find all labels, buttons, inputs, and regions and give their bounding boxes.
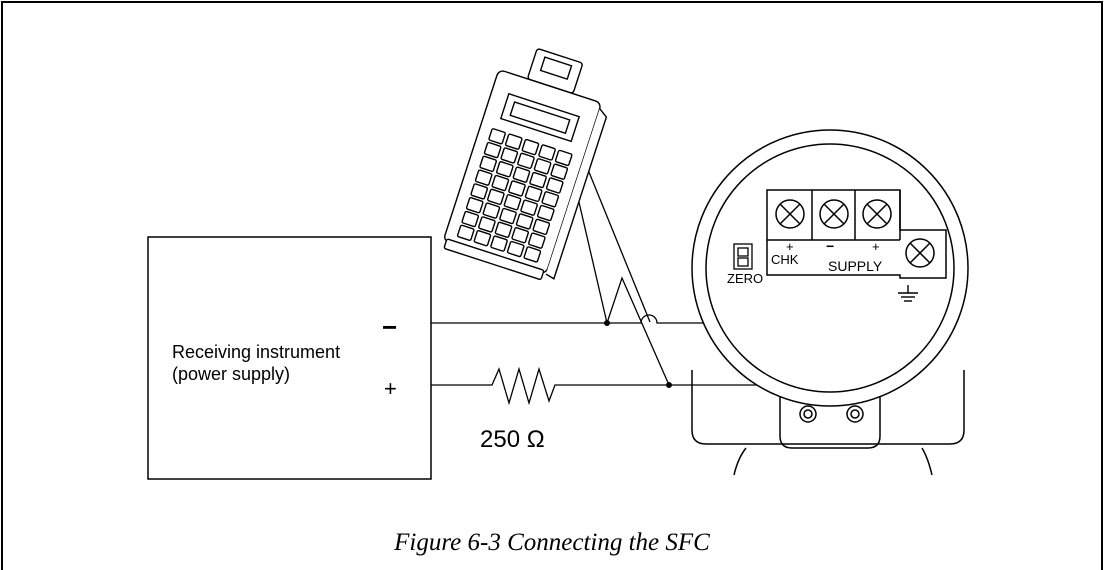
transmitter-stem [733,447,933,476]
transmitter-bracket [779,384,881,449]
sfc-key [545,177,564,194]
sfc-key [490,235,508,252]
receiver-minus-sign: − [382,312,397,342]
sfc-key [478,216,496,233]
sfc-key [482,202,501,219]
sfc-key [487,188,505,206]
sfc-key [550,163,569,180]
zero-switch-top [737,247,749,257]
sfc-key [488,128,506,145]
sfc-key [541,191,560,208]
sfc-key [536,204,555,222]
sfc-key [527,232,546,249]
sfc-key [456,224,475,241]
sfc-key [500,147,519,164]
sfc-plug-inner [539,56,573,81]
sfc-lead-a [574,184,670,386]
terminal-chk-plus [775,199,805,229]
sfc-key [479,155,497,173]
zero-switch-bottom [737,257,749,267]
terminal-supply-minus [819,199,849,229]
sfc-key [524,185,543,203]
sfc-key [503,194,522,211]
sfc-key [483,141,502,159]
mount-hole-right-inner [850,409,860,419]
sfc-key [521,138,540,156]
mount-hole-right [846,405,864,423]
terminal-ground [905,238,935,268]
sfc-key [465,197,484,214]
terminal-labels: + − + CHK SUPPLY ZERO [727,238,883,286]
sfc-key [473,230,492,247]
sfc-key [529,171,547,189]
chk-sign: + [786,239,794,254]
terminal-supply-plus [862,199,892,229]
sfc-key [499,207,517,225]
supply-plus-sign: + [872,239,880,254]
sfc-key [508,180,526,197]
sfc-key [517,152,535,170]
mount-hole-left [799,405,817,423]
sfc-key [504,133,523,150]
receiver-box [147,236,432,480]
junction-dot-negative [604,320,610,326]
terminal-block [766,189,947,279]
sfc-key [520,199,538,216]
figure-caption: Figure 6-3 Connecting the SFC [393,529,710,556]
sfc-key [538,144,556,161]
sfc-key [461,210,480,228]
resistor-label: 250 Ω [480,426,545,453]
sfc-key [511,227,529,244]
receiver-plus-sign: + [384,376,397,401]
housing-inner-ring [705,143,955,393]
ground-symbol-icon [898,285,918,302]
sfc-side-edge [545,108,608,280]
sfc-lead-b [579,149,651,323]
sfc-key [506,240,525,258]
sfc-foot [443,238,545,280]
receiver-label-line2: (power supply) [172,364,290,384]
sfc-key [491,174,510,192]
sfc-key [515,213,534,230]
sfc-keypad [456,128,573,263]
sfc-key [532,218,551,236]
zero-label: ZERO [727,271,763,286]
mount-hole-left-inner [803,409,813,419]
chk-label: CHK [771,252,799,267]
receiver-label-line1: Receiving instrument [172,342,340,362]
sfc-key [494,221,513,238]
supply-label: SUPPLY [828,258,883,274]
sfc-display-inner [509,101,571,135]
sfc-key [495,161,514,178]
sfc-communicator [443,48,608,280]
sfc-key [470,183,489,200]
receiving-instrument: Receiving instrument (power supply) − + [147,236,432,480]
sfc-key [523,246,542,263]
sfc-key [474,169,493,186]
wiring [431,149,858,406]
junction-dot-positive [666,382,672,388]
supply-minus-sign: − [826,238,834,254]
positive-wire [431,273,858,406]
zero-switch [733,243,753,270]
sfc-key [554,149,573,167]
sfc-key [533,158,552,175]
sfc-key [512,166,531,183]
transmitter-neck [691,370,965,445]
transmitter [691,129,969,476]
